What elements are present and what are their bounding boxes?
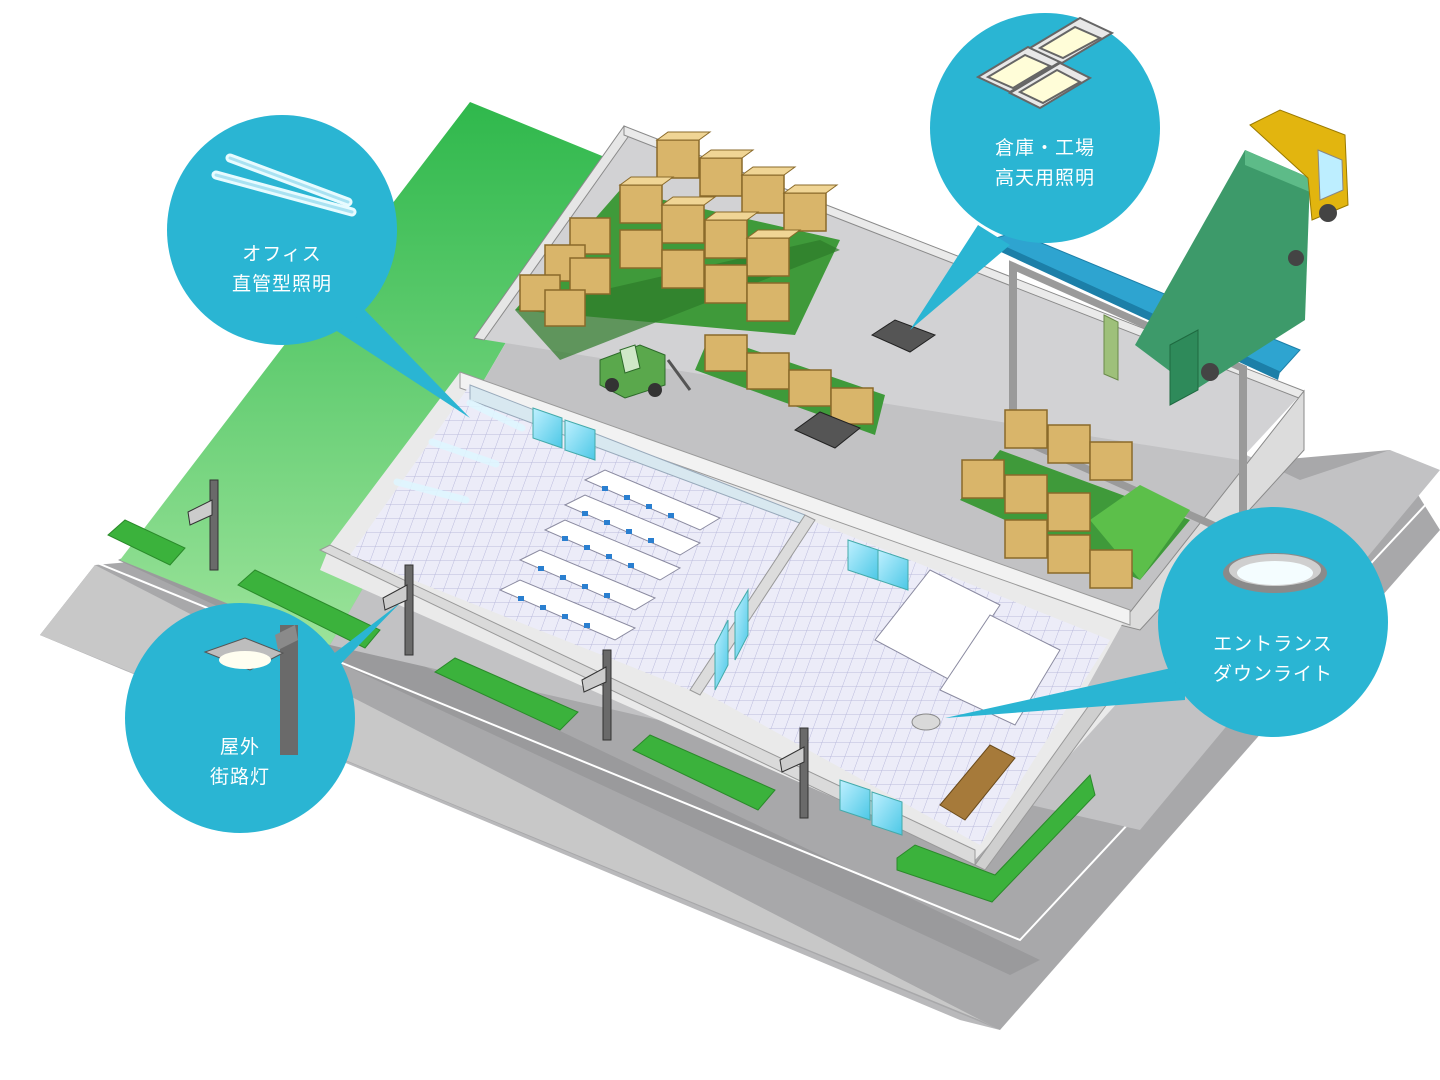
hedges — [107, 519, 1096, 903]
pallet-row — [695, 334, 885, 435]
street-light-icon — [203, 625, 298, 755]
downlight-icon — [1223, 553, 1327, 593]
callout-street-text: 屋外 街路灯 — [150, 732, 330, 792]
callout-entrance — [945, 507, 1388, 737]
callout-office-line2: 直管型照明 — [231, 273, 332, 295]
office-tube-lights — [393, 399, 526, 504]
high-bay-light-icon — [975, 16, 1115, 110]
downlight-fixture — [911, 713, 941, 731]
truck-icon — [1103, 109, 1349, 406]
street-lamps — [187, 479, 809, 819]
callout-street — [125, 603, 400, 833]
callout-street-line1: 屋外 — [219, 736, 260, 758]
storage-racks-right — [960, 409, 1190, 589]
callout-street-line2: 街路灯 — [209, 766, 270, 788]
storage-racks — [515, 131, 840, 360]
forklift-icon — [599, 344, 692, 399]
callout-office — [167, 115, 470, 418]
glass-doors — [532, 407, 909, 836]
callout-warehouse-line1: 倉庫・工場 — [994, 137, 1095, 159]
lawn — [120, 102, 612, 645]
reception-counter — [939, 744, 1016, 821]
callout-entrance-line2: ダウンライト — [1212, 663, 1333, 685]
callout-warehouse — [910, 13, 1160, 330]
callout-office-line1: オフィス — [242, 243, 322, 265]
callout-office-text: オフィス 直管型照明 — [192, 239, 372, 299]
loading-dock-frame — [1009, 260, 1247, 545]
callout-entrance-text: エントランス ダウンライト — [1183, 629, 1363, 689]
high-bay-light-fixtures — [794, 319, 937, 449]
callout-warehouse-line2: 高天用照明 — [994, 167, 1095, 189]
office-desks — [498, 469, 722, 641]
fluorescent-tube-icon — [211, 153, 357, 217]
callout-entrance-line1: エントランス — [1213, 633, 1333, 655]
callout-warehouse-text: 倉庫・工場 高天用照明 — [955, 133, 1135, 193]
